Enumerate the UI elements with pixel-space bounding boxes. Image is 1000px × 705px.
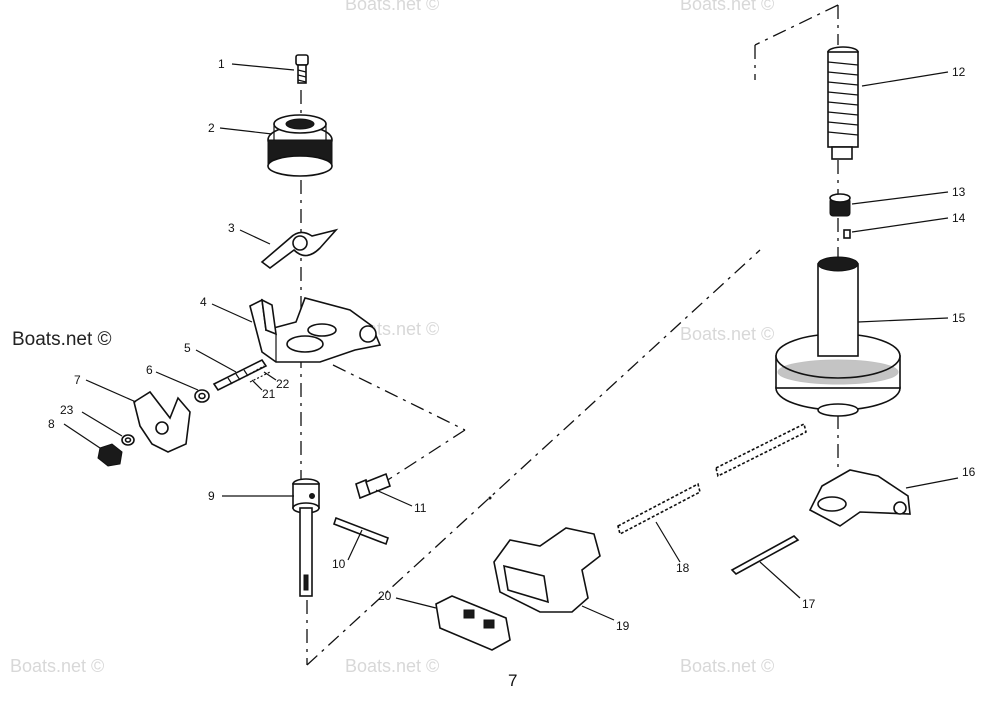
reference-dot: [488, 496, 492, 500]
watermark: Boats.net ©: [345, 656, 439, 676]
part-threaded-sleeve: [827, 46, 859, 160]
part-starter-rope: [617, 422, 807, 536]
watermark: Boats.net ©: [680, 324, 774, 344]
callout-22: 22: [276, 377, 290, 391]
callout-18: 18: [676, 561, 690, 575]
part-handle-insert: [435, 595, 511, 651]
leader-lines: [63, 63, 959, 621]
callout-9: 9: [208, 489, 215, 503]
part-retaining-clip: [260, 228, 339, 269]
part-screw: [295, 54, 309, 84]
callout-4: 4: [200, 295, 207, 309]
figure-number: 7: [508, 671, 517, 690]
part-shaft: [292, 478, 320, 597]
callout-2: 2: [208, 121, 215, 135]
part-threaded-rod: [212, 358, 268, 392]
callout-15: 15: [952, 311, 966, 325]
part-nut: [97, 443, 123, 467]
part-spring-small: [245, 365, 271, 383]
part-cam-plate: [133, 390, 191, 453]
part-bracket: [249, 297, 382, 363]
callout-1: 1: [218, 57, 225, 71]
part-washer-small: [121, 434, 135, 446]
callout-20: 20: [378, 589, 392, 603]
part-washer: [194, 389, 210, 403]
part-small-pin: [843, 229, 851, 239]
callout-11: 11: [414, 501, 427, 515]
callout-23: 23: [60, 403, 74, 417]
callout-12: 12: [952, 65, 966, 79]
watermark: Boats.net ©: [680, 0, 774, 14]
part-coupler: [829, 193, 851, 217]
watermark: Boats.net ©: [680, 656, 774, 676]
callout-21: 21: [262, 387, 276, 401]
callout-16: 16: [962, 465, 976, 479]
part-starter-handle: [493, 527, 601, 613]
callout-3: 3: [228, 221, 235, 235]
callout-14: 14: [952, 211, 966, 225]
part-lower-bracket: [808, 469, 911, 527]
callout-8: 8: [48, 417, 55, 431]
callout-10: 10: [332, 557, 346, 571]
axis-line: [332, 364, 466, 431]
callout-6: 6: [146, 363, 153, 377]
watermark: Boats.net ©: [345, 0, 439, 14]
callout-13: 13: [952, 185, 966, 199]
axis-line: [379, 429, 466, 486]
callout-17: 17: [802, 597, 816, 611]
part-pulley: [775, 256, 901, 417]
callout-19: 19: [616, 619, 630, 633]
watermark-prominent: Boats.net ©: [12, 329, 112, 350]
part-bolt: [355, 472, 391, 500]
callout-5: 5: [184, 341, 191, 355]
part-gear: [267, 114, 333, 177]
callout-7: 7: [74, 373, 81, 387]
part-long-pin: [730, 535, 800, 575]
watermark: Boats.net ©: [10, 656, 104, 676]
